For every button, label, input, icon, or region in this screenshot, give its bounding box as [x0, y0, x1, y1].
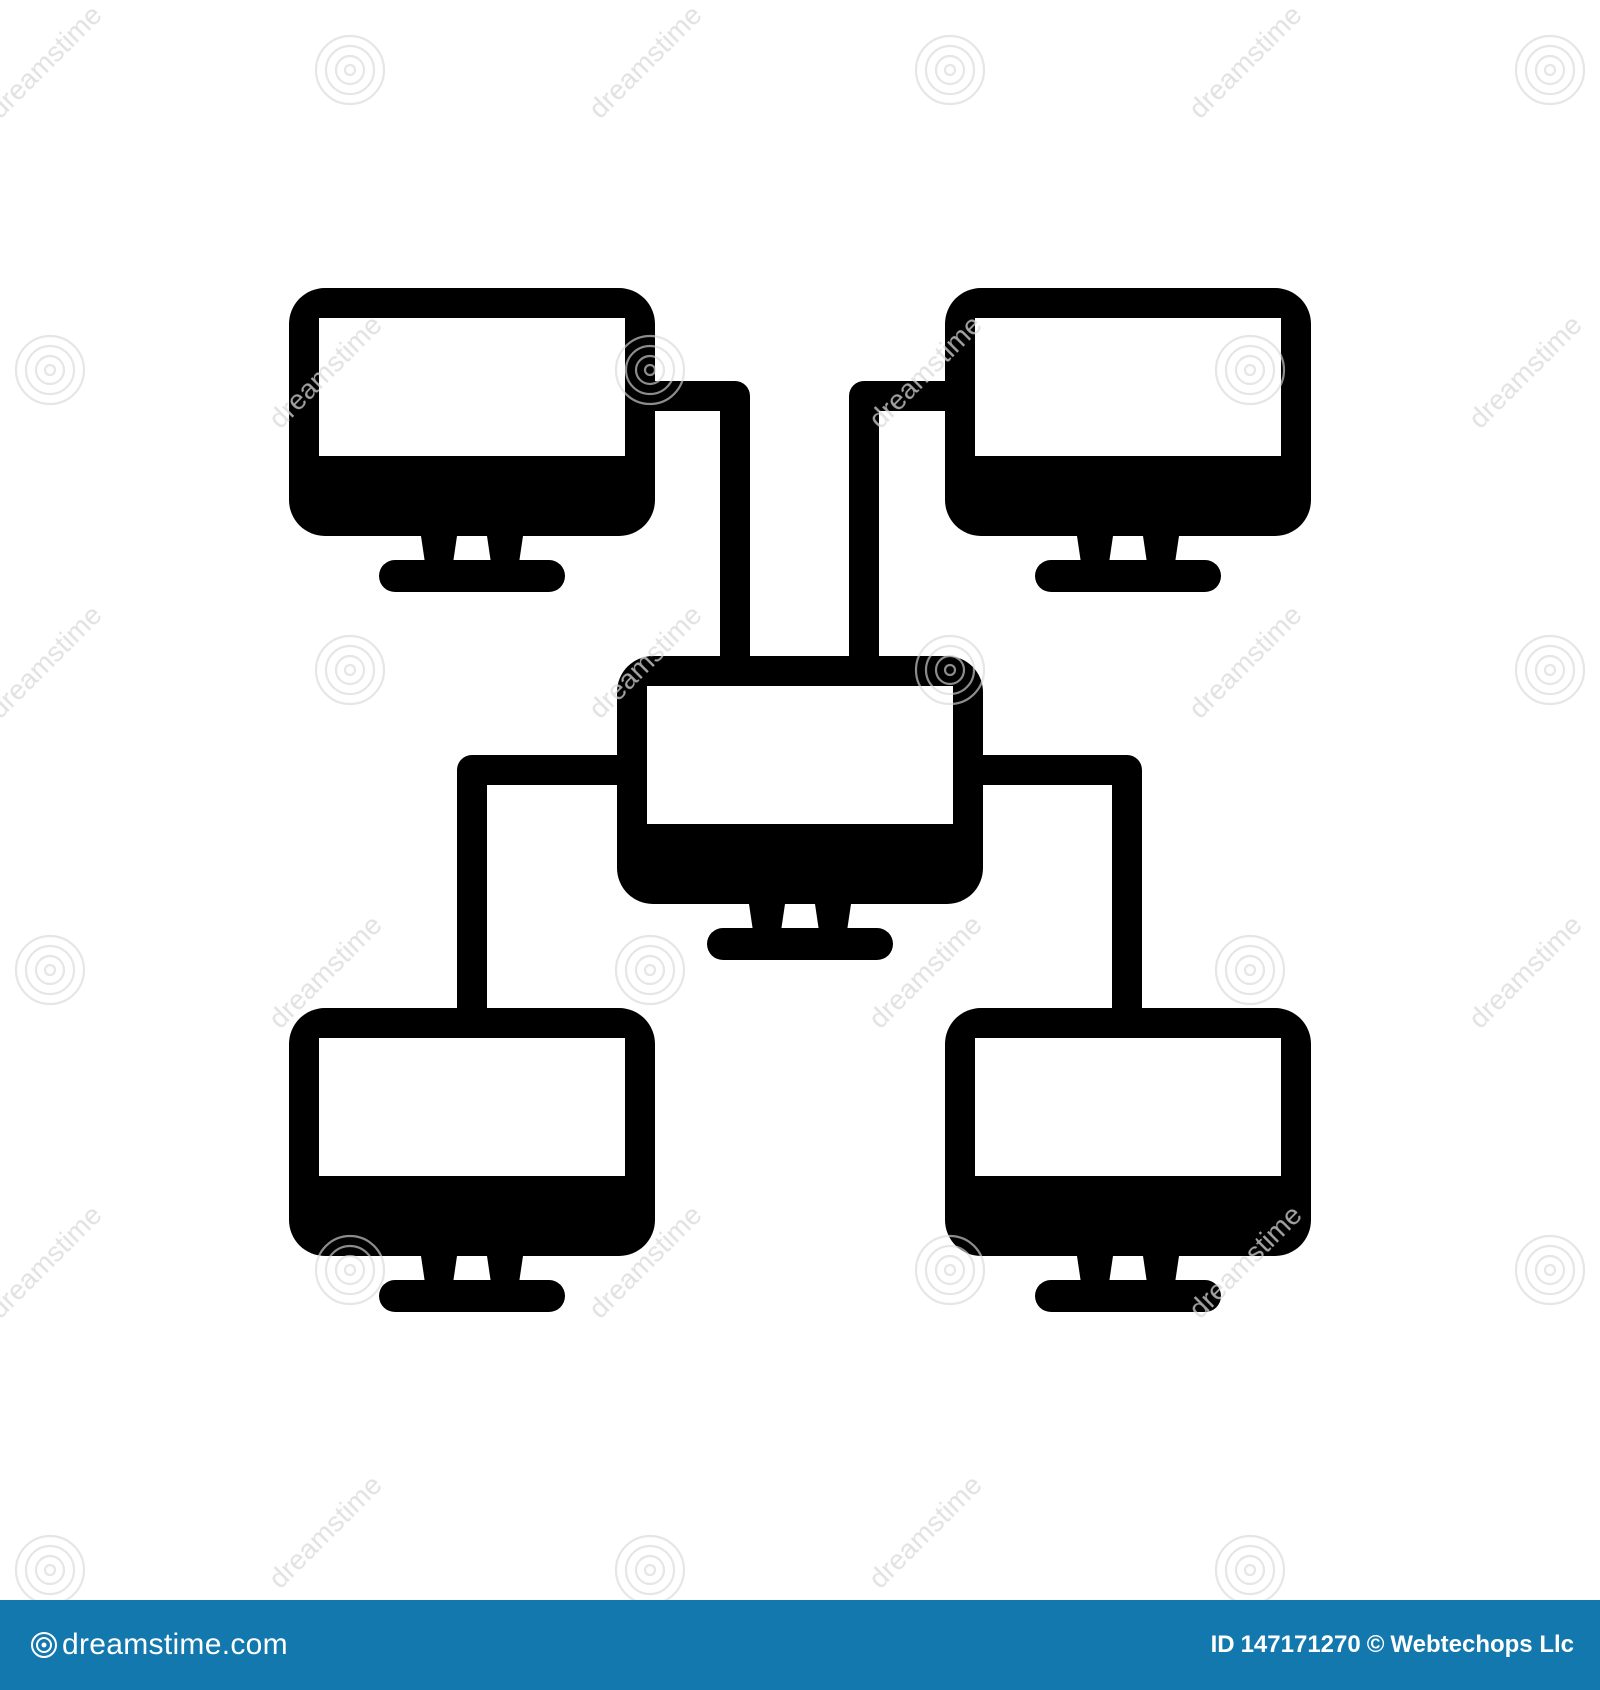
connector-bottom-left [457, 755, 635, 1025]
brand-area[interactable]: dreamstime.com [28, 1629, 288, 1661]
monitor-icon [289, 288, 655, 592]
brand-text: dreamstime.com [62, 1628, 288, 1661]
dreamstime-logo-icon [31, 1632, 57, 1658]
monitor-icon [289, 1008, 655, 1312]
footer-bar: dreamstime.com ID 147171270 © Webtechops… [0, 1600, 1600, 1690]
monitor-icon [945, 288, 1311, 592]
author-name: Webtechops Llc [1390, 1631, 1574, 1658]
network-diagram [289, 288, 1311, 1312]
monitor-icon [617, 656, 983, 960]
copyright-symbol: © [1366, 1631, 1385, 1658]
network-icon [289, 288, 1311, 1312]
monitor-icon [945, 1008, 1311, 1312]
image-credit: ID 147171270 © Webtechops Llc [1211, 1633, 1574, 1657]
connection-lines [457, 381, 1142, 1025]
connector-top-right [849, 381, 965, 671]
id-value: 147171270 [1240, 1631, 1361, 1658]
id-label: ID [1210, 1631, 1235, 1658]
connector-bottom-right [965, 755, 1142, 1025]
